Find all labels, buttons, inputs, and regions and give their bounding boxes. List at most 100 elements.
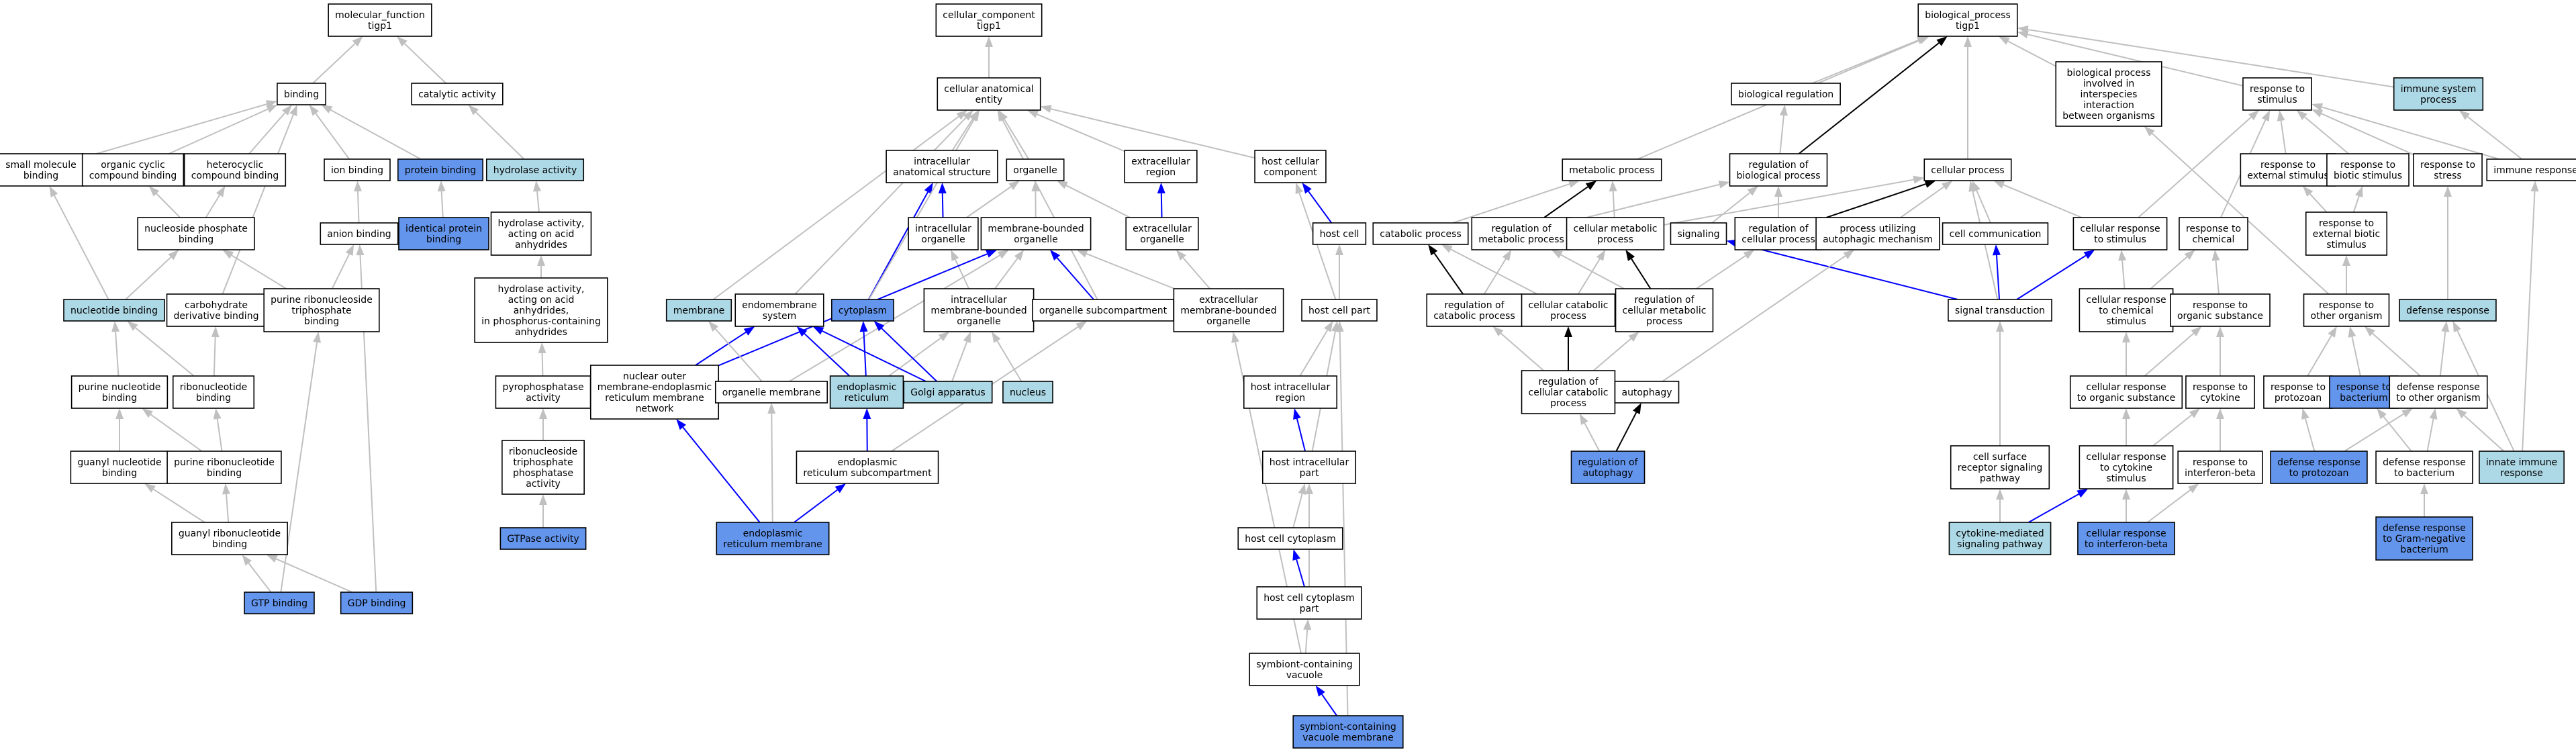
go-term-hostcell[interactable]: host cell: [1312, 222, 1367, 245]
go-term-gdpb[interactable]: GDP binding: [340, 592, 414, 614]
go-term-gtpase[interactable]: GTPase activity: [499, 527, 587, 550]
go-term-hydact[interactable]: hydrolase activity: [485, 158, 585, 181]
go-term-catact[interactable]: catalytic activity: [411, 83, 504, 105]
go-term-orgmem[interactable]: organelle membrane: [714, 381, 828, 404]
go-term-organelle[interactable]: organelle: [1006, 158, 1065, 181]
go-term-bioreg[interactable]: biological regulation: [1731, 83, 1841, 105]
go-term-cytoplasm[interactable]: cytoplasm: [831, 299, 894, 322]
go-term-ntpase[interactable]: ribonucleosidetriphosphatephosphataseact…: [502, 440, 585, 495]
go-term-autophagy[interactable]: autophagy: [1614, 381, 1680, 404]
go-term-signaling[interactable]: signaling: [1670, 222, 1727, 245]
go-term-hydphos[interactable]: hydrolase activity,acting on acidanhydri…: [474, 277, 608, 343]
go-term-nomem[interactable]: nuclear outermembrane-endoplasmicreticul…: [589, 365, 720, 420]
go-term-nucb[interactable]: nucleotide binding: [63, 299, 165, 322]
go-term-catproc[interactable]: catabolic process: [1372, 222, 1469, 245]
go-term-gtpb[interactable]: GTP binding: [244, 592, 315, 614]
go-term-sigtrans[interactable]: signal transduction: [1948, 299, 2052, 322]
go-term-binding[interactable]: binding: [277, 83, 326, 105]
go-term-ionb[interactable]: ion binding: [324, 158, 391, 181]
go-term-orgsub[interactable]: organelle subcompartment: [1032, 299, 1174, 322]
go-term-protb[interactable]: protein binding: [397, 158, 484, 181]
go-term-cellproc[interactable]: cellular process: [1923, 158, 2012, 181]
go-term-hcyto[interactable]: host cell cytoplasm: [1237, 527, 1343, 550]
go-term-immresp[interactable]: immune response: [2486, 158, 2576, 181]
go-term-nucleus[interactable]: nucleus: [1002, 381, 1053, 404]
go-term-hydanh[interactable]: hydrolase activity,acting on acidanhydri…: [490, 211, 592, 256]
go-term-anionb[interactable]: anion binding: [320, 222, 399, 245]
go-term-cellcomm[interactable]: cell communication: [1942, 222, 2049, 245]
go-term-hcp[interactable]: host cell part: [1301, 299, 1378, 322]
go-term-membrane[interactable]: membrane: [665, 299, 732, 322]
go-term-defresp[interactable]: defense response: [2399, 299, 2497, 322]
